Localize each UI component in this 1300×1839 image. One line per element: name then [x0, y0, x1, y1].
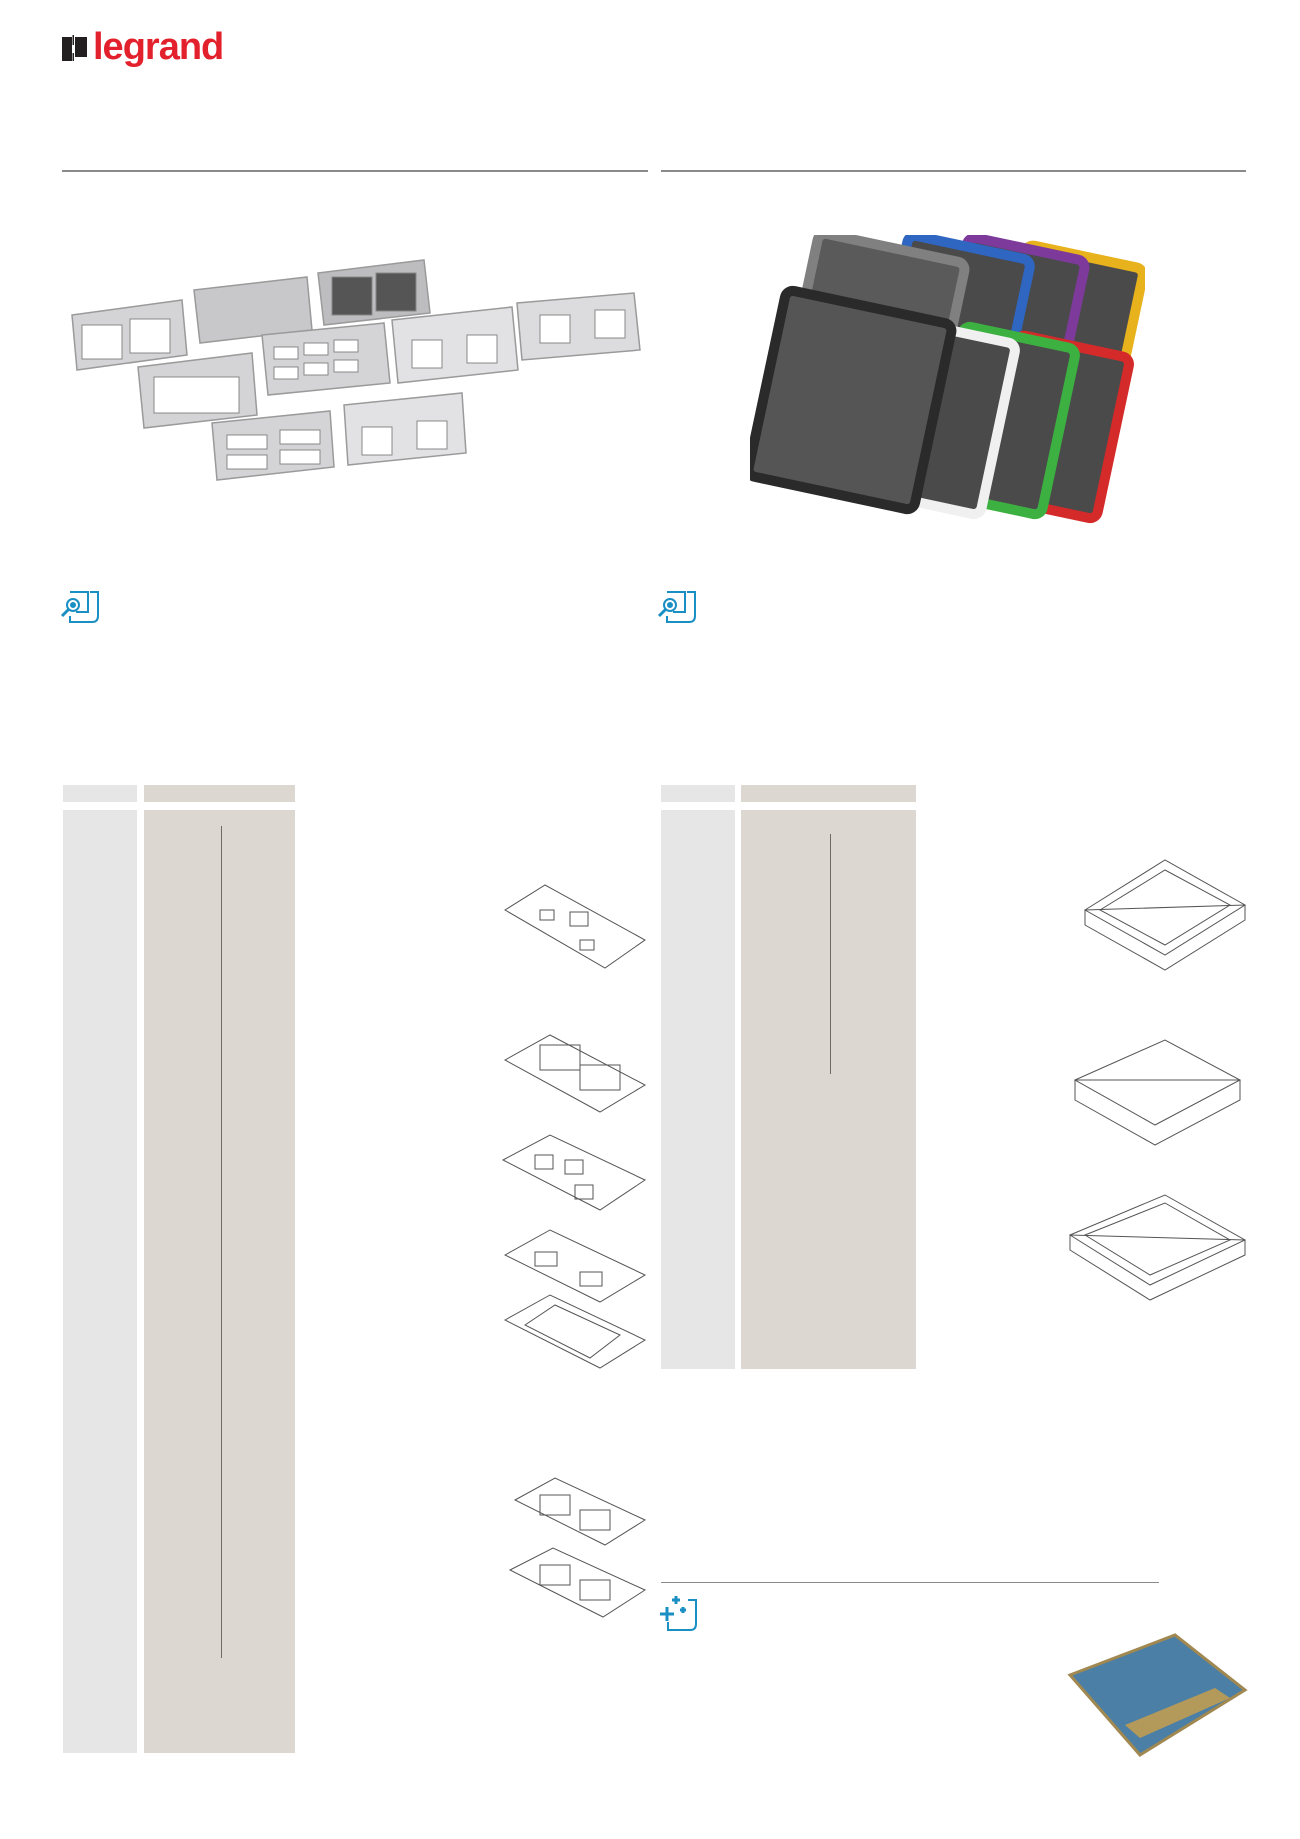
plate-line-drawings	[501, 884, 647, 1618]
section-rule-left	[62, 170, 648, 172]
right-table-desc-column	[741, 810, 916, 1369]
floor-box-drawing	[1073, 1039, 1242, 1126]
legrand-logo: legrand	[62, 26, 224, 68]
right-table-ref-column	[661, 810, 735, 1369]
plate-drawing	[501, 1134, 647, 1211]
right-table-divider	[830, 834, 831, 1074]
legrand-logo-text: legrand	[93, 26, 224, 68]
right-table-header-ref	[661, 785, 735, 802]
left-table-header-ref	[63, 785, 137, 802]
plate-drawing	[503, 1034, 647, 1113]
plate-drawing	[508, 1547, 647, 1618]
right-table-header-desc	[741, 785, 916, 802]
accessories-rule	[661, 1582, 1159, 1583]
catalogue-search-icon[interactable]	[60, 588, 102, 624]
legrand-logo-mark-icon	[62, 33, 87, 61]
plate-drawing	[503, 1229, 647, 1303]
floor-box-line-drawings	[1068, 859, 1247, 1301]
section-rule-right	[661, 170, 1246, 172]
product-photo-floor-boxes	[750, 235, 1145, 524]
plate-drawing	[504, 884, 646, 969]
left-table-divider	[221, 826, 222, 1658]
plate-drawing	[503, 1294, 647, 1369]
left-table-header-desc	[144, 785, 295, 802]
left-table-ref-column	[63, 810, 137, 1753]
accessories-plus-icon[interactable]	[658, 1592, 702, 1632]
product-photo-plates	[71, 259, 641, 481]
plate-drawing	[513, 1477, 647, 1546]
carpet-floor-box-photo	[1067, 1633, 1248, 1757]
catalogue-search-icon[interactable]	[657, 588, 699, 624]
left-table-desc-column	[144, 810, 295, 1753]
